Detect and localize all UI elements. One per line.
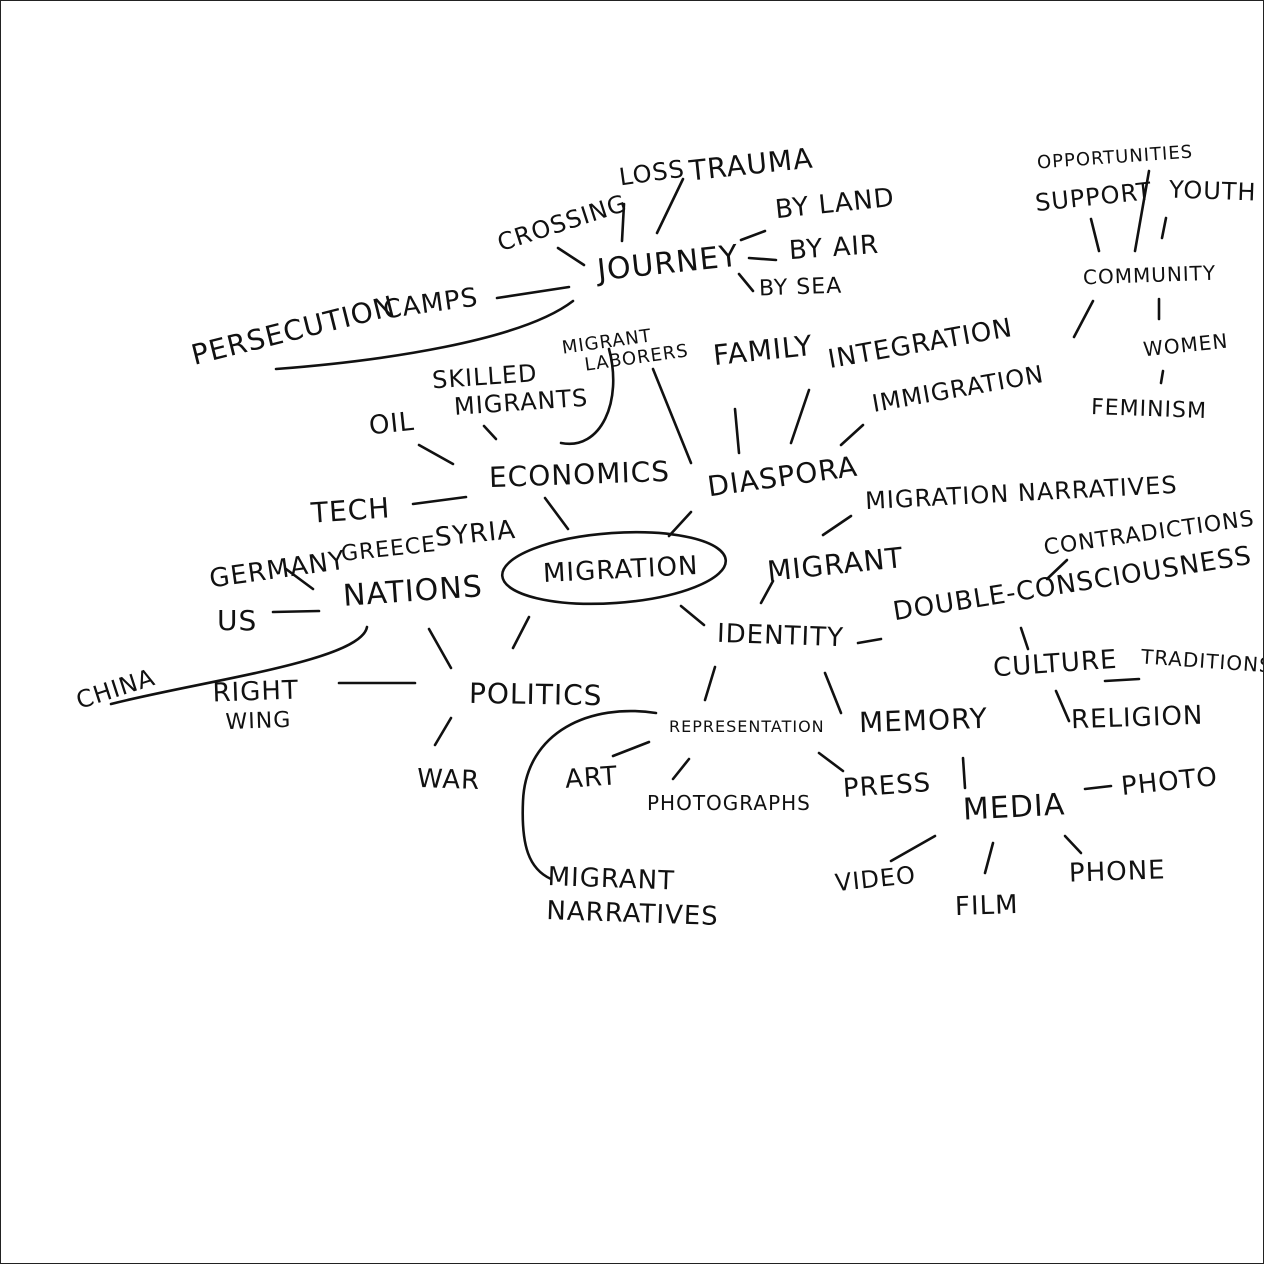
node-film: FILM bbox=[954, 889, 1020, 923]
node-right-wing-line2: WING bbox=[225, 707, 292, 736]
edge-narratives-migrant bbox=[821, 514, 853, 537]
edge-migration-identity bbox=[679, 604, 706, 627]
edge-crossing-journey bbox=[556, 246, 586, 267]
edge-journey-bysea bbox=[737, 272, 755, 293]
node-memory: MEMORY bbox=[858, 701, 989, 740]
node-religion: RELIGION bbox=[1070, 700, 1204, 736]
edge-identity-memory bbox=[823, 671, 843, 715]
node-photographs: PHOTOGRAPHS bbox=[647, 791, 811, 815]
edge-politics-war bbox=[433, 716, 453, 747]
edge-journey-byair bbox=[747, 256, 778, 262]
node-right-wing: RIGHT WING bbox=[212, 675, 300, 736]
edge-skilled-economics bbox=[482, 424, 498, 441]
edge-photographs-representation bbox=[671, 757, 691, 781]
edge-representation-narratives bbox=[521, 709, 658, 881]
node-press: PRESS bbox=[842, 767, 933, 805]
node-right-wing-line1: RIGHT bbox=[212, 675, 300, 709]
node-tech: TECH bbox=[309, 491, 392, 530]
node-syria: SYRIA bbox=[433, 514, 518, 554]
edge-art-representation bbox=[611, 740, 651, 758]
node-by-air: BY AIR bbox=[788, 229, 881, 267]
edge-media-phone bbox=[1063, 834, 1083, 855]
node-phone: PHONE bbox=[1068, 855, 1167, 889]
node-feminism: FEMINISM bbox=[1090, 394, 1208, 425]
edge-journey-byland bbox=[739, 229, 767, 242]
edge-tech-economics bbox=[411, 495, 468, 506]
edge-press-representation bbox=[817, 751, 845, 773]
node-economics: ECONOMICS bbox=[488, 454, 671, 495]
edge-youth-community bbox=[1160, 216, 1168, 240]
node-media: MEDIA bbox=[962, 787, 1067, 828]
edge-contradictions-double bbox=[1045, 558, 1069, 581]
node-migrant-narratives-line2: NARRATIVES bbox=[545, 895, 720, 932]
edge-persecution-journey bbox=[274, 299, 575, 371]
edge-loss-journey bbox=[620, 202, 626, 243]
edge-family-diaspora bbox=[733, 407, 741, 455]
center-ellipse bbox=[500, 530, 728, 606]
edge-us-nations bbox=[271, 609, 321, 614]
node-us: US bbox=[217, 604, 258, 637]
node-war: WAR bbox=[416, 763, 481, 797]
node-migrant-narratives: MIGRANT NARRATIVES bbox=[545, 862, 720, 932]
edge-women-feminism bbox=[1159, 369, 1165, 385]
node-representation: REPRESENTATION bbox=[669, 717, 825, 736]
edge-media-photo bbox=[1083, 784, 1113, 791]
edge-culture-religion bbox=[1054, 689, 1071, 723]
edge-oil-economics bbox=[417, 443, 455, 466]
edge-community-immigration bbox=[1072, 299, 1095, 339]
edge-migration-politics bbox=[511, 615, 531, 650]
edge-trauma-journey bbox=[655, 177, 685, 235]
node-by-sea: BY SEA bbox=[758, 273, 843, 302]
node-identity: IDENTITY bbox=[716, 618, 845, 654]
node-youth: YOUTH bbox=[1168, 175, 1257, 207]
edge-culture-traditions bbox=[1103, 677, 1141, 683]
edge-camps-journey bbox=[495, 285, 571, 300]
edge-integration-diaspora bbox=[789, 388, 811, 445]
edge-identity-double bbox=[856, 637, 883, 645]
edge-laborers-diaspora bbox=[651, 367, 693, 465]
node-migrant-narratives-line1: MIGRANT bbox=[547, 862, 676, 897]
edge-china-nations bbox=[109, 625, 369, 706]
edge-nations-politics bbox=[427, 627, 453, 670]
node-community: COMMUNITY bbox=[1082, 260, 1217, 290]
edge-migrant-identity bbox=[759, 579, 775, 605]
edge-media-video bbox=[889, 834, 937, 863]
edge-opportunities-community bbox=[1133, 169, 1151, 253]
edge-immigration-diaspora bbox=[839, 423, 865, 447]
node-migration: MIGRATION bbox=[542, 550, 700, 590]
edge-support-community bbox=[1089, 217, 1101, 253]
node-politics: POLITICS bbox=[468, 676, 603, 713]
edge-double-culture bbox=[1019, 626, 1030, 651]
edge-media-film bbox=[983, 841, 995, 875]
node-art: ART bbox=[564, 761, 619, 795]
edge-memory-media bbox=[961, 756, 967, 790]
edge-germany-nations bbox=[284, 567, 315, 591]
edge-economics-migration bbox=[543, 496, 570, 531]
node-oil: OIL bbox=[367, 406, 417, 442]
edge-identity-representation bbox=[703, 665, 717, 702]
edge-diaspora-migration bbox=[667, 510, 693, 538]
edge-laborers-economics bbox=[559, 347, 615, 446]
